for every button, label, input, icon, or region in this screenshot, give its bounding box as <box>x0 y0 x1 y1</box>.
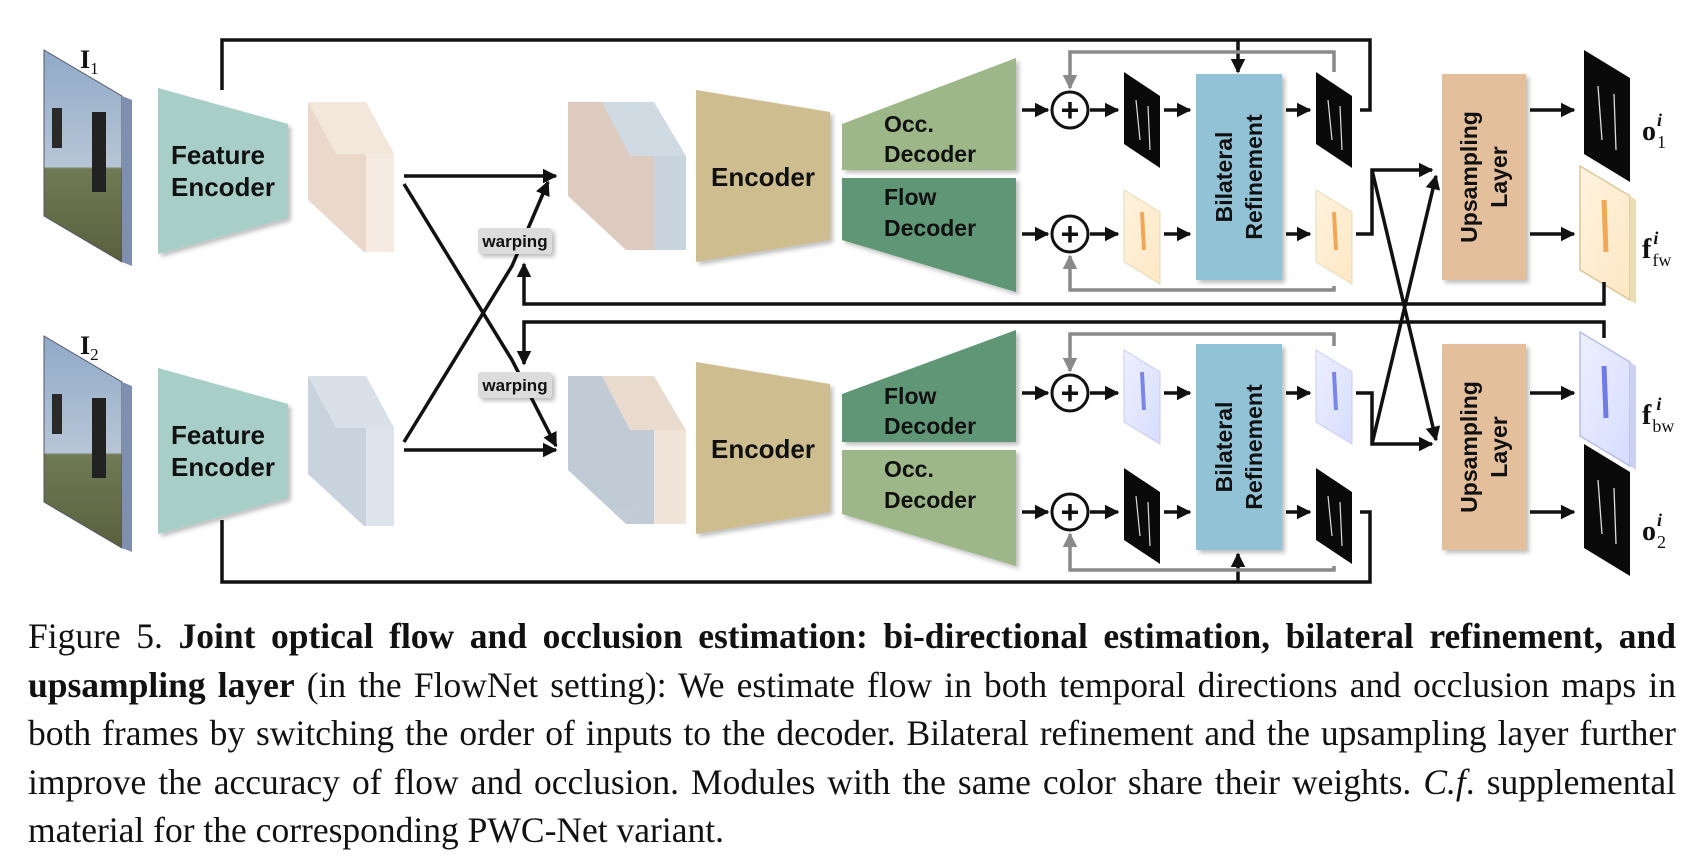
svg-text:warping: warping <box>481 232 547 251</box>
occ-map-small-bottom-post <box>1316 468 1352 564</box>
svg-text:Flow: Flow <box>884 184 936 210</box>
occ-decoder-top: Occ. Decoder <box>842 58 1016 170</box>
flow-map-small-bottom-pre <box>1123 349 1161 445</box>
output-label-o2: o2i <box>1642 510 1666 552</box>
svg-text:Encoder: Encoder <box>171 172 275 202</box>
svg-text:Flow: Flow <box>884 383 936 409</box>
upsampling-layer-bottom: Upsampling Layer <box>1442 344 1526 550</box>
output-label-ffw: ffwi <box>1642 228 1671 270</box>
svg-text:Refinement: Refinement <box>1241 114 1267 240</box>
encoder-top: Encoder <box>696 90 830 262</box>
occ-decoder-bottom: Occ. Decoder <box>842 450 1016 566</box>
input-label-i2: I2 <box>80 331 99 364</box>
gray-connectors <box>1062 50 1336 572</box>
caption-cf: C.f <box>1423 761 1466 802</box>
plus-node-top-flow: + <box>1050 214 1090 254</box>
svg-text:Encoder: Encoder <box>711 434 815 464</box>
caption-figure-label: Figure 5. <box>28 616 163 656</box>
svg-text:Layer: Layer <box>1486 146 1512 207</box>
caption-body-part1: (in the FlowNet setting): We estimate fl… <box>28 664 1676 802</box>
feature-encoder-bottom: Feature Encoder <box>158 368 288 534</box>
output-map-ffw <box>1579 164 1636 304</box>
feature-encoder-top: Feature Encoder <box>158 88 288 254</box>
output-label-fbw: fbwi <box>1642 394 1674 436</box>
svg-text:Occ.: Occ. <box>884 456 934 482</box>
svg-text:Encoder: Encoder <box>711 162 815 192</box>
svg-text:Decoder: Decoder <box>884 141 976 167</box>
occ-map-small-top-pre <box>1124 72 1160 168</box>
upsampling-layer-top: Upsampling Layer <box>1442 74 1526 280</box>
encoder-bottom: Encoder <box>696 362 830 534</box>
plus-node-top-occ: + <box>1050 90 1090 130</box>
svg-text:Encoder: Encoder <box>171 452 275 482</box>
svg-text:warping: warping <box>481 376 547 395</box>
concat-volume-bottom <box>568 376 686 524</box>
connectors <box>220 38 1606 584</box>
plus-node-bottom-flow: + <box>1050 373 1090 413</box>
svg-text:Occ.: Occ. <box>884 111 934 137</box>
bilateral-refinement-top: Bilateral Refinement <box>1196 74 1282 280</box>
caption-title: Joint optical flow and occlusion estimat… <box>28 616 1676 705</box>
flow-map-small-bottom-post <box>1315 349 1353 445</box>
input-image-i1 <box>43 49 132 266</box>
svg-text:Refinement: Refinement <box>1241 384 1267 510</box>
output-map-o1 <box>1584 50 1630 182</box>
bilateral-refinement-bottom: Bilateral Refinement <box>1196 344 1282 550</box>
concat-volume-top <box>568 102 686 250</box>
svg-text:+: + <box>1061 216 1080 252</box>
figure-caption: Figure 5. Joint optical flow and occlusi… <box>28 612 1676 855</box>
feature-map-bottom <box>308 376 394 526</box>
svg-text:Feature: Feature <box>171 140 265 170</box>
svg-text:Feature: Feature <box>171 420 265 450</box>
svg-text:+: + <box>1061 494 1080 530</box>
flow-decoder-top: Flow Decoder <box>842 178 1016 292</box>
svg-text:+: + <box>1061 92 1080 128</box>
svg-text:+: + <box>1061 375 1080 411</box>
flow-decoder-bottom: Flow Decoder <box>842 330 1016 442</box>
plus-node-bottom-occ: + <box>1050 492 1090 532</box>
occ-map-small-top-post <box>1316 72 1352 168</box>
svg-text:Bilateral: Bilateral <box>1211 402 1237 493</box>
warping-tag-top: warping <box>478 228 552 254</box>
svg-text:Upsampling: Upsampling <box>1456 111 1482 243</box>
feature-map-top <box>308 102 394 252</box>
output-map-o2 <box>1584 444 1630 576</box>
output-label-o1: o1i <box>1642 110 1666 152</box>
flow-map-small-top-pre <box>1123 189 1161 285</box>
output-map-fbw <box>1579 330 1636 470</box>
occ-map-small-bottom-pre <box>1124 468 1160 564</box>
svg-text:Bilateral: Bilateral <box>1211 132 1237 223</box>
network-diagram: I1 I2 Feature Encoder Feature Encoder <box>43 38 1674 584</box>
svg-text:Layer: Layer <box>1486 416 1512 477</box>
input-label-i1: I1 <box>80 45 99 78</box>
input-image-i2 <box>43 335 132 552</box>
svg-text:Decoder: Decoder <box>884 413 976 439</box>
svg-text:Upsampling: Upsampling <box>1456 381 1482 513</box>
caption-body-part2: . supplemental material for the correspo… <box>28 761 1676 851</box>
flow-map-small-top-post <box>1315 189 1353 285</box>
svg-text:Decoder: Decoder <box>884 487 976 513</box>
warping-tag-bottom: warping <box>478 372 552 398</box>
svg-text:Decoder: Decoder <box>884 215 976 241</box>
